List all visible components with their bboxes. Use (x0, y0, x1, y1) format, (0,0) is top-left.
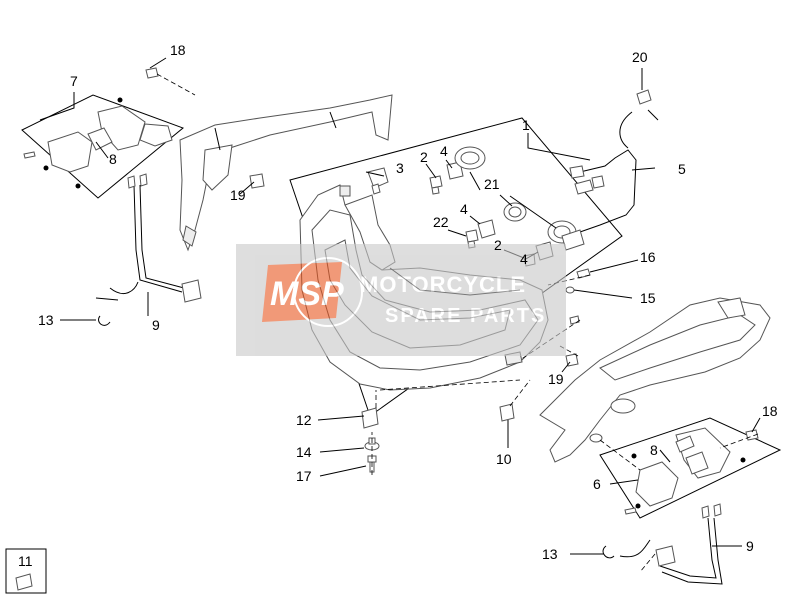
bulb-2-upper (429, 175, 443, 195)
watermark-line1: MOTORCYCLE (360, 272, 526, 297)
callout-9-right: 9 (746, 538, 754, 554)
upper-left-fairing (179, 94, 393, 252)
watermark-line2: SPARE PARTS (385, 305, 546, 327)
solid-leaders (39, 57, 761, 555)
callout-19-left: 19 (230, 187, 246, 203)
left-indicator (23, 97, 173, 189)
callout-2-upper: 2 (420, 149, 428, 165)
callout-8-left: 8 (109, 151, 117, 167)
clip-10 (499, 403, 515, 422)
left-wire-9 (127, 173, 202, 303)
wiring-harness-5 (561, 149, 637, 251)
callout-3: 3 (396, 160, 404, 176)
washer-15 (565, 286, 575, 294)
callout-13-left: 13 (38, 312, 54, 328)
callout-17: 17 (296, 468, 312, 484)
right-indicator (624, 427, 746, 515)
callout-15: 15 (640, 290, 656, 306)
clamp-13-right (602, 539, 651, 559)
watermark-logo: MSP (262, 257, 363, 327)
bulb-holder-4-middle (477, 219, 496, 239)
callout-20: 20 (632, 49, 648, 65)
callout-labels: 1 2 2 3 4 4 4 5 6 7 8 8 9 9 10 11 12 13 … (18, 42, 778, 569)
right-indicator-frame (599, 417, 782, 519)
callout-18-right: 18 (762, 403, 778, 419)
callout-19-right: 19 (548, 371, 564, 387)
lower-right-fairing (539, 297, 771, 463)
callout-4-lower: 4 (520, 251, 528, 267)
watermark-logo-text: MSP (270, 275, 344, 313)
callout-1: 1 (522, 117, 530, 133)
callout-5: 5 (678, 161, 686, 177)
callout-4-middle: 4 (460, 201, 468, 217)
nut-19-left (249, 173, 265, 189)
left-indicator-frame (21, 94, 184, 199)
part-11-box (5, 548, 47, 594)
rubber-mount-12 (361, 407, 379, 429)
callout-13-right: 13 (542, 546, 558, 562)
callout-7: 7 (70, 73, 78, 89)
bulb-3 (367, 167, 389, 195)
watermark: MSP MOTORCYCLE SPARE PARTS (236, 244, 566, 356)
right-wire-9 (655, 503, 723, 585)
callout-14: 14 (296, 444, 312, 460)
callout-12: 12 (296, 412, 312, 428)
screw-16 (576, 268, 591, 279)
rubber-cap-21-a (454, 146, 486, 170)
rubber-cap-21-b (503, 202, 527, 222)
callout-18-left: 18 (170, 42, 186, 58)
small-screw-right (569, 315, 580, 325)
callout-4-upper: 4 (440, 143, 448, 159)
callout-10: 10 (496, 451, 512, 467)
clamp-13-left (95, 281, 139, 326)
callout-22: 22 (433, 214, 449, 230)
callout-21: 21 (484, 176, 500, 192)
callout-6: 6 (593, 476, 601, 492)
callout-16: 16 (640, 249, 656, 265)
callout-8-right: 8 (650, 442, 658, 458)
callout-11: 11 (18, 553, 33, 569)
callout-2-lower: 2 (494, 237, 502, 253)
callout-9-left: 9 (152, 317, 160, 333)
nut-20 (619, 89, 659, 149)
screw-18-left (145, 67, 159, 79)
